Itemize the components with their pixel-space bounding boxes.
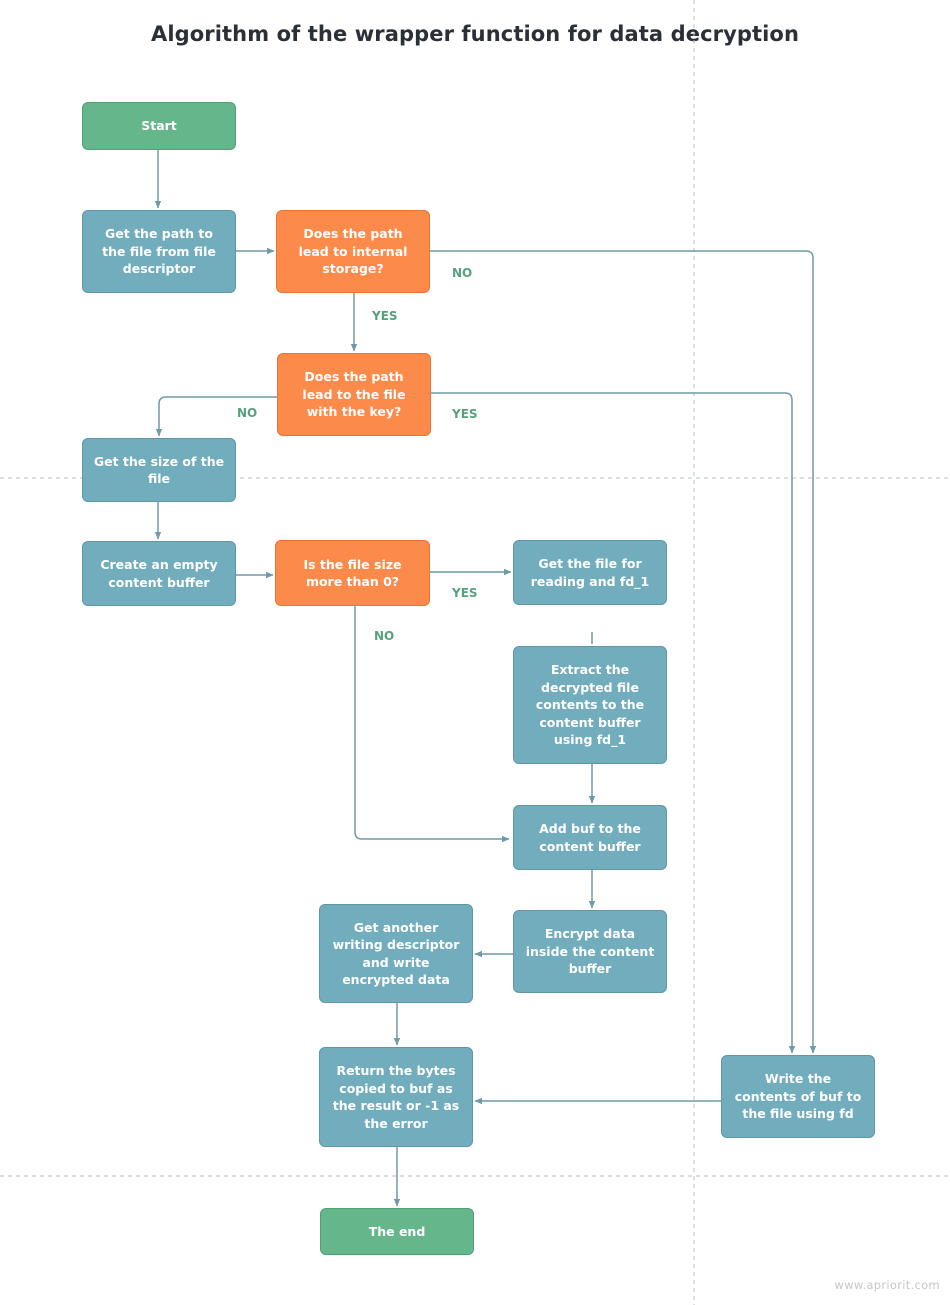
edge-label-internal-yes: YES	[372, 309, 398, 323]
node-encrypt-data: Encrypt data inside the content buffer	[513, 910, 667, 993]
edge-file-with-key-yes	[431, 392, 796, 1054]
node-file-with-key: Does the path lead to the file with the …	[277, 353, 431, 436]
node-get-path: Get the path to the file from file descr…	[82, 210, 236, 293]
node-create-buffer: Create an empty content buffer	[82, 541, 236, 606]
edge-label-size-no: NO	[374, 629, 395, 643]
node-get-size: Get the size of the file	[82, 438, 236, 502]
node-return-bytes: Return the bytes copied to buf as the re…	[319, 1047, 473, 1147]
node-start: Start	[82, 102, 236, 150]
node-get-writing-descriptor: Get another writing descriptor and write…	[319, 904, 473, 1003]
node-get-file-reading: Get the file for reading and fd_1	[513, 540, 667, 605]
edge-label-size-yes: YES	[452, 586, 478, 600]
node-internal-storage: Does the path lead to internal storage?	[276, 210, 430, 293]
node-add-buf: Add buf to the content buffer	[513, 805, 667, 870]
edge-file-with-key-no	[155, 396, 277, 437]
edge-label-key-yes: YES	[452, 407, 478, 421]
node-end: The end	[320, 1208, 474, 1255]
edge-internal-storage-no	[430, 250, 817, 1054]
edge-label-key-no: NO	[237, 406, 258, 420]
watermark: www.apriorit.com	[834, 1278, 940, 1292]
node-extract-decrypted: Extract the decrypted file contents to t…	[513, 646, 667, 764]
node-write-contents: Write the contents of buf to the file us…	[721, 1055, 875, 1138]
edge-size-check-no	[354, 606, 510, 843]
diagram-title: Algorithm of the wrapper function for da…	[150, 22, 800, 46]
edge-label-internal-no: NO	[452, 266, 473, 280]
node-size-more-than-0: Is the file size more than 0?	[275, 540, 430, 606]
